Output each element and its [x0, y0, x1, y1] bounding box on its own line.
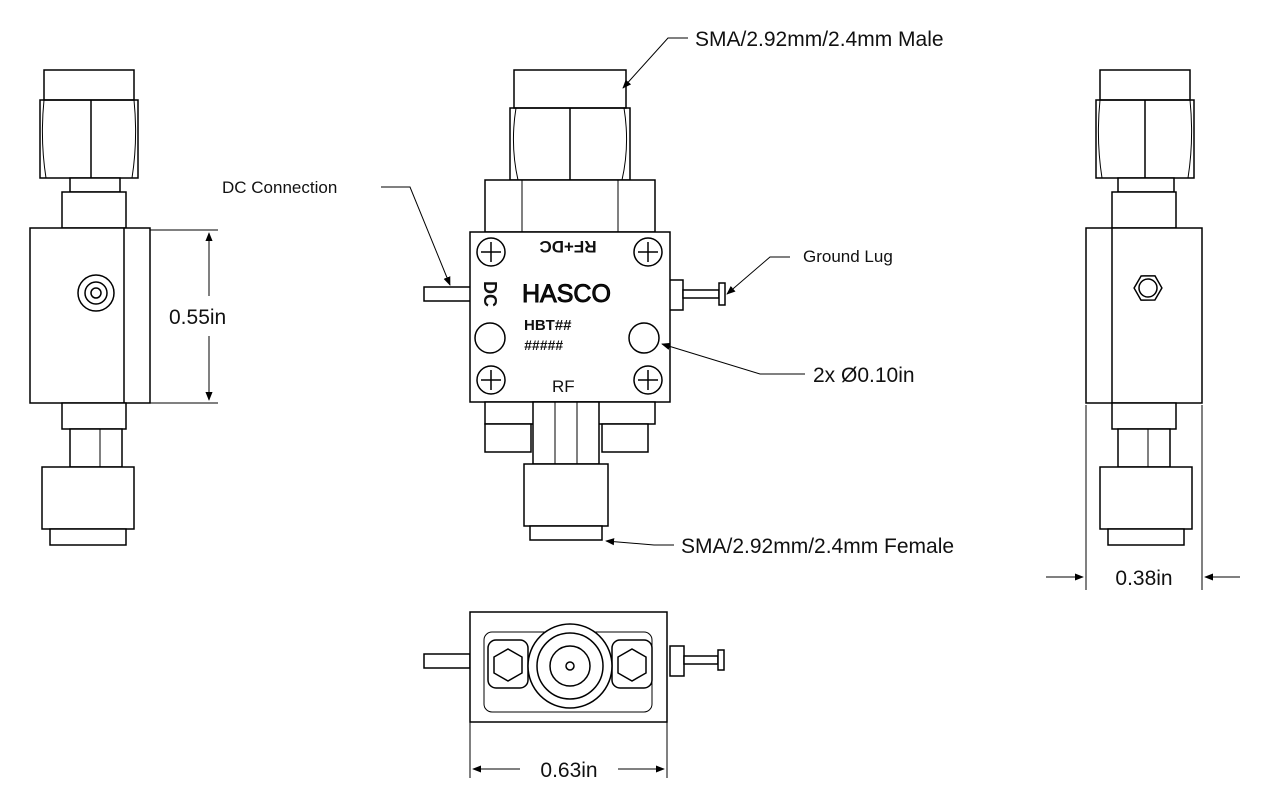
callout-dc-connection: DC Connection	[222, 178, 451, 286]
left-side-view	[29, 69, 151, 546]
marking-brand: HASCO	[522, 280, 611, 308]
screw-top-right	[633, 237, 663, 267]
holes-label: 2x Ø0.10in	[813, 364, 915, 387]
dc-connection-label: DC Connection	[222, 178, 337, 197]
right-side-view	[1085, 69, 1203, 546]
female-connector-label: SMA/2.92mm/2.4mm Female	[681, 535, 954, 558]
mounting-hole-right	[628, 322, 660, 354]
ground-lug-label: Ground Lug	[803, 247, 893, 266]
screw-top-left	[476, 237, 506, 267]
screw-bottom-right	[633, 365, 663, 395]
depth-dimension: 0.38in	[1046, 405, 1240, 590]
width-dimension: 0.63in	[469, 722, 668, 782]
marking-rf-dc: RF+DC	[539, 237, 596, 256]
callout-ground-lug: Ground Lug	[726, 247, 893, 295]
height-dimension: 0.55in	[150, 229, 226, 404]
mounting-hole-left	[474, 322, 506, 354]
depth-dim-label: 0.38in	[1115, 567, 1172, 590]
marking-serial: #####	[524, 337, 563, 353]
callout-male-connector: SMA/2.92mm/2.4mm Male	[622, 28, 944, 89]
callout-holes: 2x Ø0.10in	[661, 342, 915, 387]
screw-bottom-left	[476, 365, 506, 395]
bottom-view	[423, 611, 725, 723]
height-dim-label: 0.55in	[169, 306, 226, 329]
width-dim-label: 0.63in	[540, 759, 597, 782]
marking-rf: RF	[552, 377, 575, 396]
front-view: RF+DC DC HASCO HBT## ##### RF	[423, 69, 726, 541]
marking-model: HBT##	[524, 317, 572, 334]
marking-dc: DC	[480, 281, 500, 307]
male-connector-label: SMA/2.92mm/2.4mm Male	[695, 28, 944, 51]
callout-female-connector: SMA/2.92mm/2.4mm Female	[605, 535, 954, 558]
